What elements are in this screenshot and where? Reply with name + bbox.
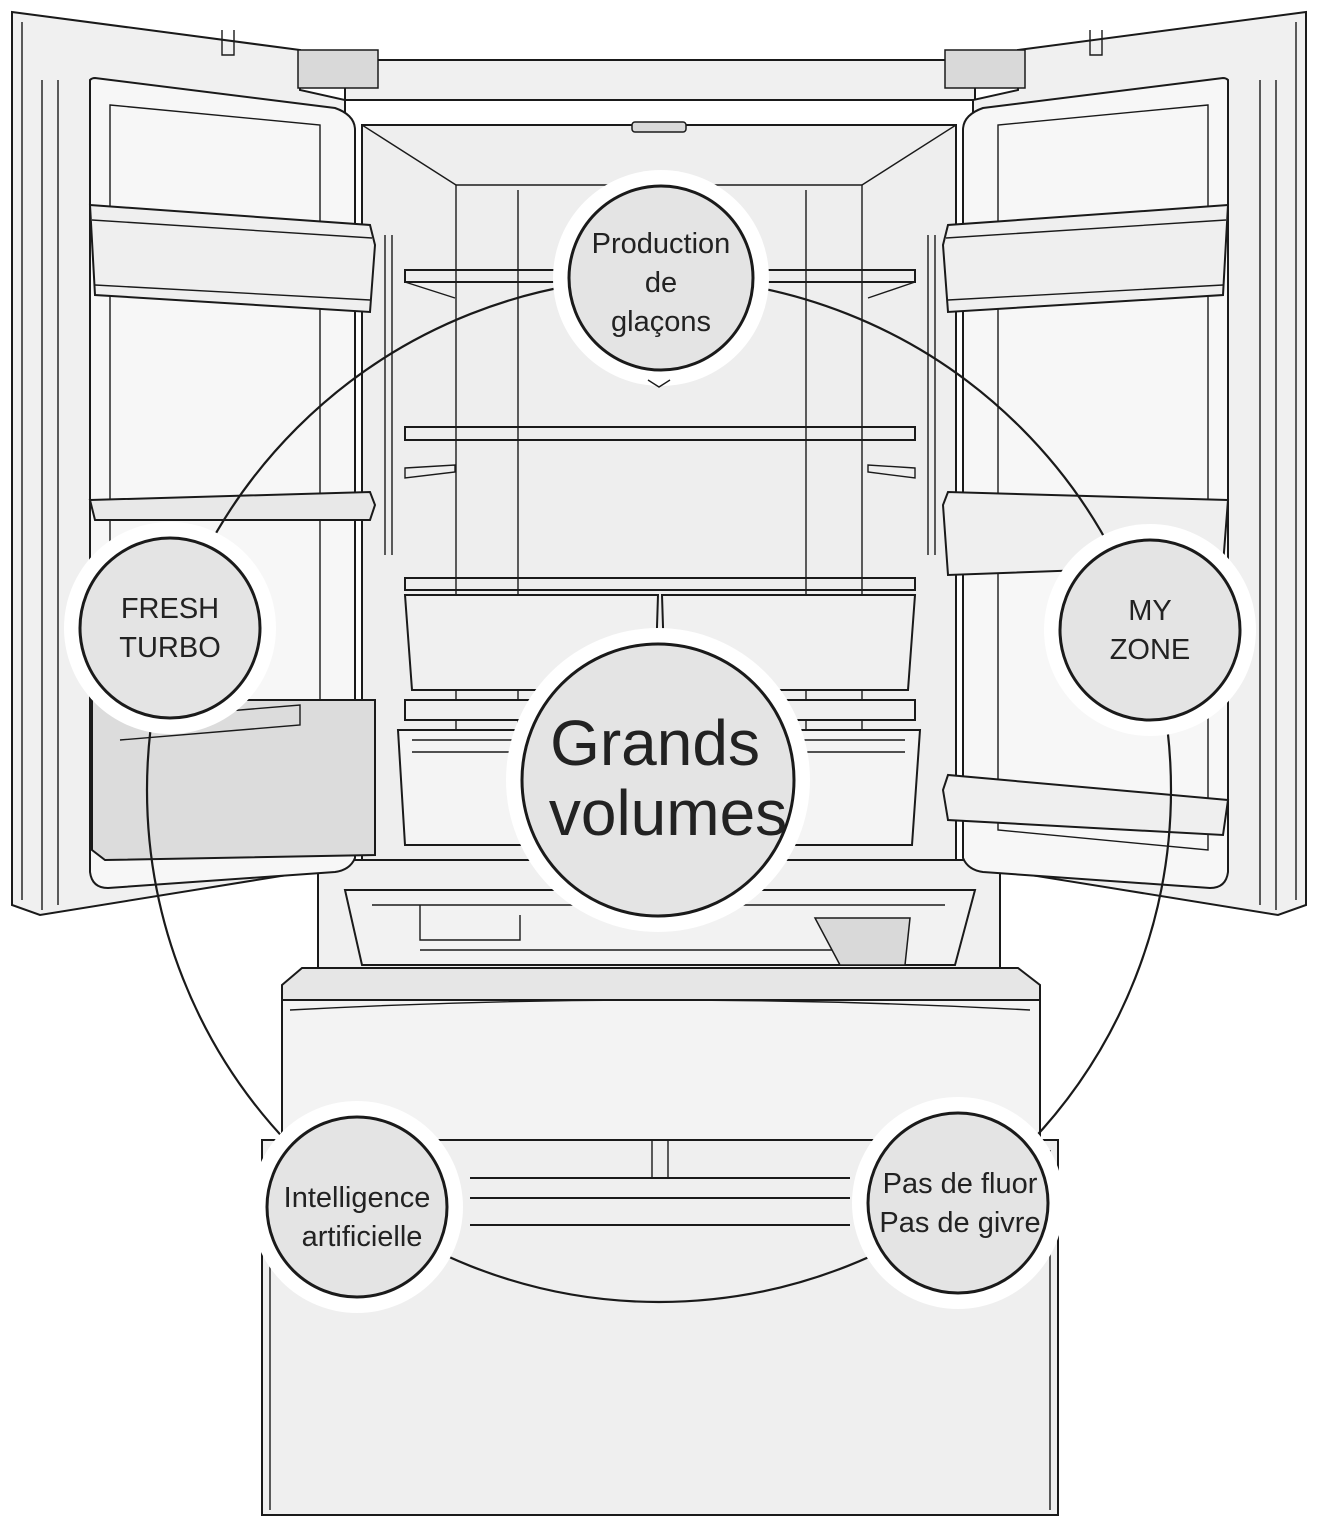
feature-bubble-no-frost: Pas de fluor Pas de givre xyxy=(852,1097,1064,1309)
fresh-line2: TURBO xyxy=(119,632,221,664)
myzone-line2: ZONE xyxy=(1110,634,1191,666)
ai-line1: Intelligence xyxy=(284,1182,431,1214)
feature-bubble-my-zone: MY ZONE xyxy=(1044,524,1256,736)
feature-bubble-artificial-intelligence: Intelligence artificielle xyxy=(251,1101,463,1313)
volume-line1: Grands xyxy=(550,707,760,779)
ice-line2: de xyxy=(645,267,677,299)
ice-line3: glaçons xyxy=(611,306,711,338)
feature-bubble-large-volume: Grands volumes xyxy=(506,628,810,932)
nofrost-line1: Pas de fluor xyxy=(883,1168,1038,1200)
feature-bubble-fresh-turbo: FRESH TURBO xyxy=(64,522,276,734)
nofrost-line2: Pas de givre xyxy=(879,1207,1040,1239)
ice-line1: Production xyxy=(592,228,731,260)
volume-line2: volumes xyxy=(549,777,787,849)
ai-line2: artificielle xyxy=(302,1221,423,1253)
feature-bubble-ice-production: Production de glaçons xyxy=(553,170,769,386)
myzone-line1: MY xyxy=(1128,595,1172,627)
fresh-line1: FRESH xyxy=(121,593,219,625)
